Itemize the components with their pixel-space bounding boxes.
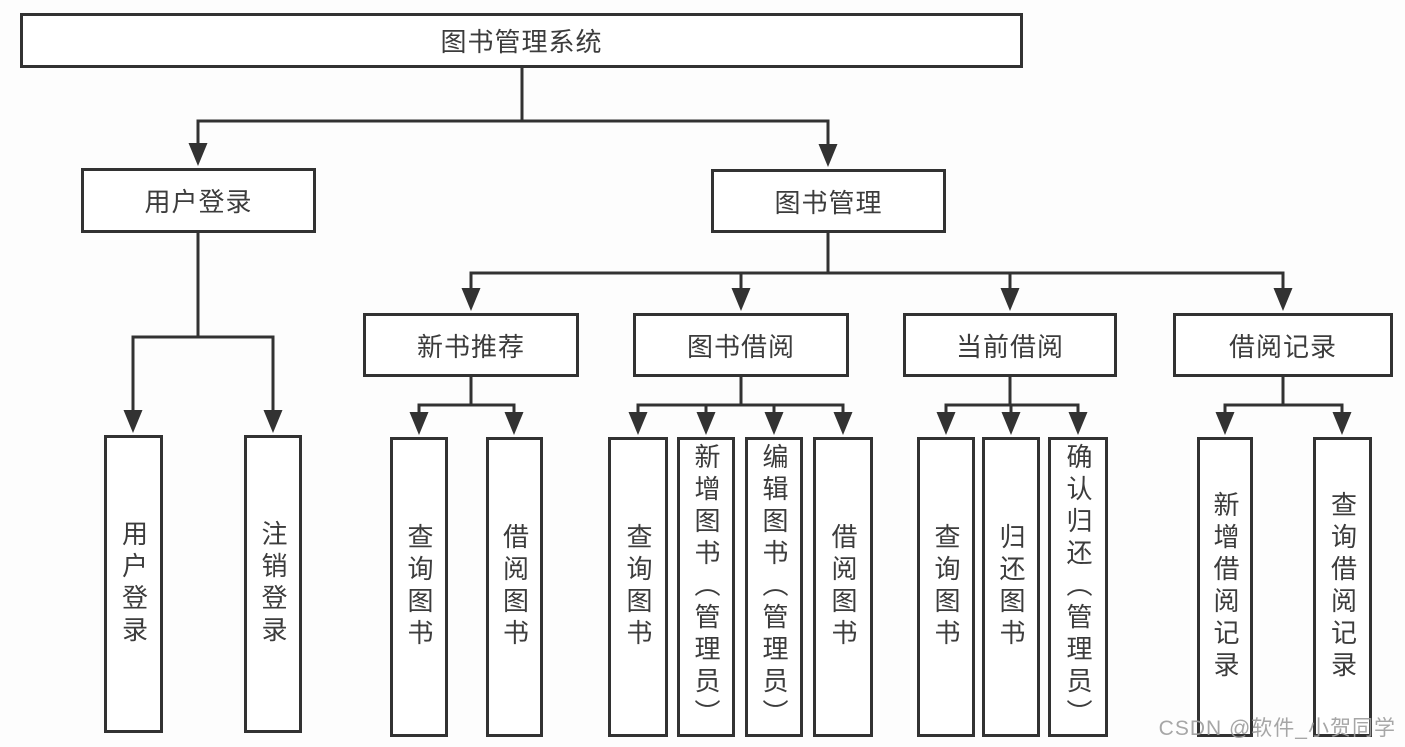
diagram-leaf-current-query-books: 查询图书 (917, 437, 975, 737)
diagram-leaf-recommend-query-books-label: 查询图书 (404, 523, 434, 651)
diagram-box-new-book-recommend-label: 新书推荐 (416, 331, 525, 362)
diagram-leaf-edit-books-admin: 编辑图书（管理员） (745, 437, 803, 737)
diagram-leaf-return-books-label: 归还图书 (996, 523, 1026, 651)
diagram-leaf-logout: 注销登录 (244, 435, 302, 733)
diagram-leaf-add-borrow-record: 新增借阅记录 (1197, 437, 1253, 737)
diagram-box-book-borrowing-label: 图书借阅 (686, 331, 795, 362)
diagram-leaf-logout-label: 注销登录 (258, 520, 288, 648)
diagram-leaf-edit-books-admin-label: 编辑图书（管理员） (759, 443, 789, 731)
diagram-box-root-label: 图书管理系统 (440, 27, 603, 57)
diagram-leaf-user-login-label: 用户登录 (118, 520, 149, 648)
diagram-box-current-borrowing: 当前借阅 (903, 313, 1117, 377)
diagram-leaf-recommend-borrow-books: 借阅图书 (486, 437, 543, 737)
diagram-box-book-management-label: 图书管理 (774, 187, 883, 218)
diagram-leaf-return-books: 归还图书 (982, 437, 1040, 737)
diagram-box-borrow-records: 借阅记录 (1173, 313, 1393, 377)
diagram-leaf-borrowing-query-books-label: 查询图书 (623, 523, 653, 651)
diagram-leaf-add-books-admin-label: 新增图书（管理员） (691, 443, 721, 731)
csdn-watermark: CSDN @软件_小贺同学 (1158, 717, 1396, 740)
diagram-box-book-borrowing: 图书借阅 (633, 313, 849, 377)
diagram-leaf-current-query-books-label: 查询图书 (931, 523, 961, 651)
diagram-leaf-borrowing-borrow-books: 借阅图书 (813, 437, 873, 737)
diagram-leaf-confirm-return-admin: 确认归还（管理员） (1048, 437, 1108, 737)
diagram-box-book-management: 图书管理 (711, 169, 946, 233)
diagram-leaf-borrowing-query-books: 查询图书 (608, 437, 668, 737)
diagram-leaf-user-login: 用户登录 (104, 435, 163, 733)
diagram-leaf-borrowing-borrow-books-label: 借阅图书 (828, 523, 858, 651)
diagram-leaf-recommend-borrow-books-label: 借阅图书 (499, 523, 530, 651)
diagram-leaf-add-borrow-record-label: 新增借阅记录 (1210, 491, 1240, 683)
diagram-box-borrow-records-label: 借阅记录 (1228, 331, 1337, 362)
diagram-box-user-login: 用户登录 (81, 168, 316, 233)
diagram-box-user-login-label: 用户登录 (144, 187, 253, 217)
diagram-leaf-recommend-query-books: 查询图书 (390, 437, 448, 737)
diagram-box-current-borrowing-label: 当前借阅 (955, 331, 1064, 362)
diagram-leaf-add-books-admin: 新增图书（管理员） (677, 437, 735, 737)
diagram-box-new-book-recommend: 新书推荐 (363, 313, 579, 377)
diagram-leaf-query-borrow-record: 查询借阅记录 (1313, 437, 1372, 737)
diagram-box-root: 图书管理系统 (20, 13, 1023, 68)
diagram-leaf-confirm-return-admin-label: 确认归还（管理员） (1063, 443, 1093, 731)
diagram-leaf-query-borrow-record-label: 查询借阅记录 (1327, 491, 1358, 683)
